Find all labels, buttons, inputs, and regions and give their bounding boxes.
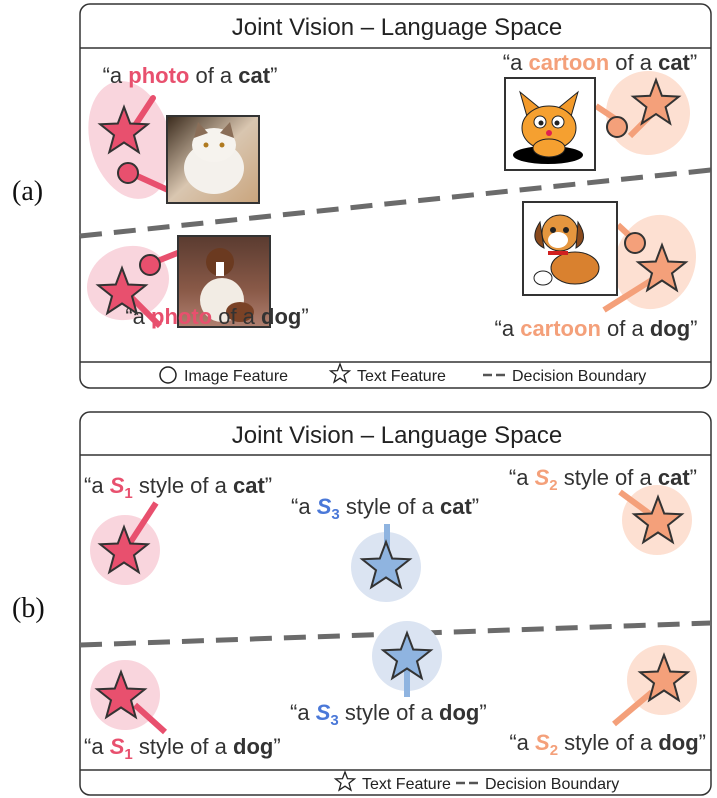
text-feature-star-icon	[333, 770, 357, 792]
caption-photo-dog: “a photo of a dog”	[125, 304, 308, 329]
legend-decision-boundary: Decision Boundary	[485, 776, 619, 793]
text-feature-star-icon	[97, 104, 151, 155]
image-feature-circle-icon	[606, 116, 628, 138]
text-feature-star-icon	[380, 630, 434, 681]
legend-text-feature: Text Feature	[357, 368, 446, 385]
caption-s3-cat: “a S3 style of a cat”	[291, 494, 479, 523]
panel-b-title: Joint Vision – Language Space	[232, 422, 562, 449]
caption-s3-dog: “a S3 style of a dog”	[290, 700, 487, 729]
panel-a: Joint Vision – Language Space “a photo o…	[79, 3, 712, 389]
text-feature-star-icon	[95, 265, 149, 316]
image-feature-circle-icon	[139, 254, 161, 276]
panel-b-label: (b)	[12, 593, 45, 624]
cartoon-dog-image	[522, 201, 618, 296]
connector	[127, 293, 163, 329]
image-feature-circle-icon	[624, 232, 646, 254]
caption-cartoon-cat: “a cartoon of a cat”	[503, 50, 697, 75]
panel-b-frame	[79, 411, 712, 796]
text-feature-star-icon	[631, 494, 685, 545]
image-feature-circle-icon	[117, 162, 139, 184]
connector	[618, 489, 652, 517]
connector	[127, 501, 159, 545]
text-feature-star-icon	[359, 539, 413, 590]
text-feature-star-icon	[328, 362, 352, 384]
cartoon-cat-image	[504, 77, 596, 171]
text-feature-star-icon	[630, 77, 682, 126]
caption-s2-dog: “a S2 style of a dog”	[509, 730, 706, 759]
caption-cartoon-dog: “a cartoon of a dog”	[495, 316, 698, 341]
connector	[612, 689, 654, 727]
panel-a-label: (a)	[12, 176, 43, 207]
panel-a-title: Joint Vision – Language Space	[232, 14, 562, 41]
panel-b: Joint Vision – Language Space “a S1 styl…	[79, 411, 712, 796]
text-feature-star-icon	[635, 242, 689, 293]
connector	[133, 172, 170, 193]
image-feature-circle-icon	[159, 366, 177, 384]
caption-s2-cat: “a S2 style of a cat”	[509, 465, 697, 494]
text-feature-star-icon	[637, 652, 691, 703]
text-feature-star-icon	[94, 669, 148, 720]
cat-photo	[166, 115, 260, 204]
caption-s1-cat: “a S1 style of a cat”	[84, 473, 272, 502]
legend-b: Text Feature Decision Boundary	[333, 770, 619, 793]
decision-boundary	[79, 167, 712, 239]
connector	[132, 702, 168, 735]
text-feature-star-icon	[97, 524, 151, 575]
caption-s1-dog: “a S1 style of a dog”	[84, 734, 281, 763]
legend-a: Image Feature Text Feature Decision Boun…	[159, 362, 646, 385]
legend-decision-boundary: Decision Boundary	[512, 368, 646, 385]
legend-text-feature: Text Feature	[362, 776, 451, 793]
caption-photo-cat: “a photo of a cat”	[103, 63, 278, 88]
connector	[602, 275, 657, 313]
dog-photo	[177, 235, 271, 328]
legend-image-feature: Image Feature	[184, 368, 288, 385]
